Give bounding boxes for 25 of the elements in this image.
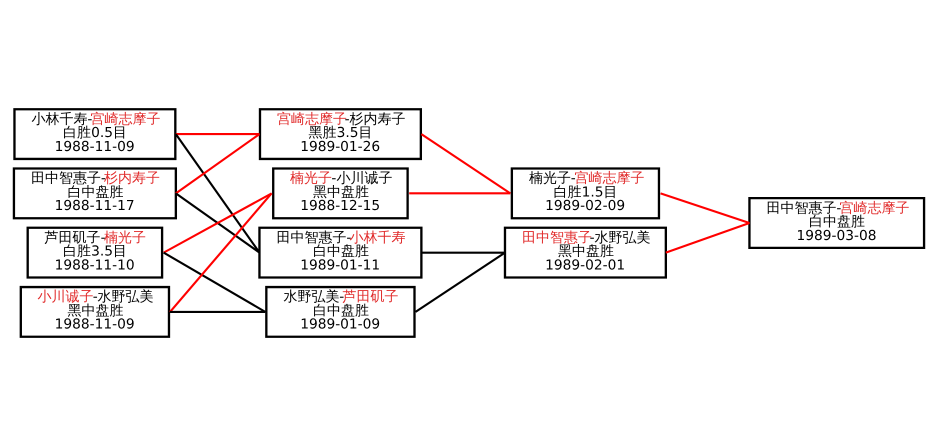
connector [660, 192, 750, 224]
node-box: 田中智惠子-杉内寿子 白中盘胜 1988-11-17 [12, 166, 178, 219]
connector [666, 222, 750, 254]
connector [163, 192, 272, 254]
node-box: 田中智惠子-宫崎志摩子 白中盘胜 1989-03-08 [748, 196, 926, 249]
connector [163, 251, 266, 312]
connector [420, 132, 511, 194]
node-box: 楠光子-宫崎志摩子 白胜1.5目 1989-02-09 [510, 166, 660, 219]
connector [170, 310, 266, 312]
connector [175, 192, 260, 253]
node-box: 田中智惠子-小林千寿 白中盘胜 1989-01-11 [258, 226, 423, 278]
connector [169, 192, 272, 312]
connector [175, 132, 260, 194]
node-box: 宫崎志摩子-杉内寿子 黑胜3.5目 1989-01-26 [258, 108, 422, 160]
node-box: 楠光子-小川诚子 黑中盘胜 1988-12-15 [272, 166, 409, 219]
connector [421, 251, 505, 254]
node-box: 田中智惠子-水野弘美 黑中盘胜 1989-02-01 [504, 226, 667, 278]
connector [414, 251, 506, 312]
connector [174, 133, 260, 253]
node-box: 水野弘美-芦田矶子 白中盘胜 1989-01-09 [265, 285, 416, 338]
node-box: 芦田矶子-楠光子 白胜3.5目 1988-11-10 [26, 226, 164, 278]
node-box: 小林千寿-宫崎志摩子 白胜0.5目 1988-11-09 [13, 108, 176, 160]
node-box: 小川诚子-水野弘美 黑中盘胜 1988-11-09 [20, 285, 170, 338]
connector [409, 192, 510, 194]
connector [176, 132, 260, 135]
